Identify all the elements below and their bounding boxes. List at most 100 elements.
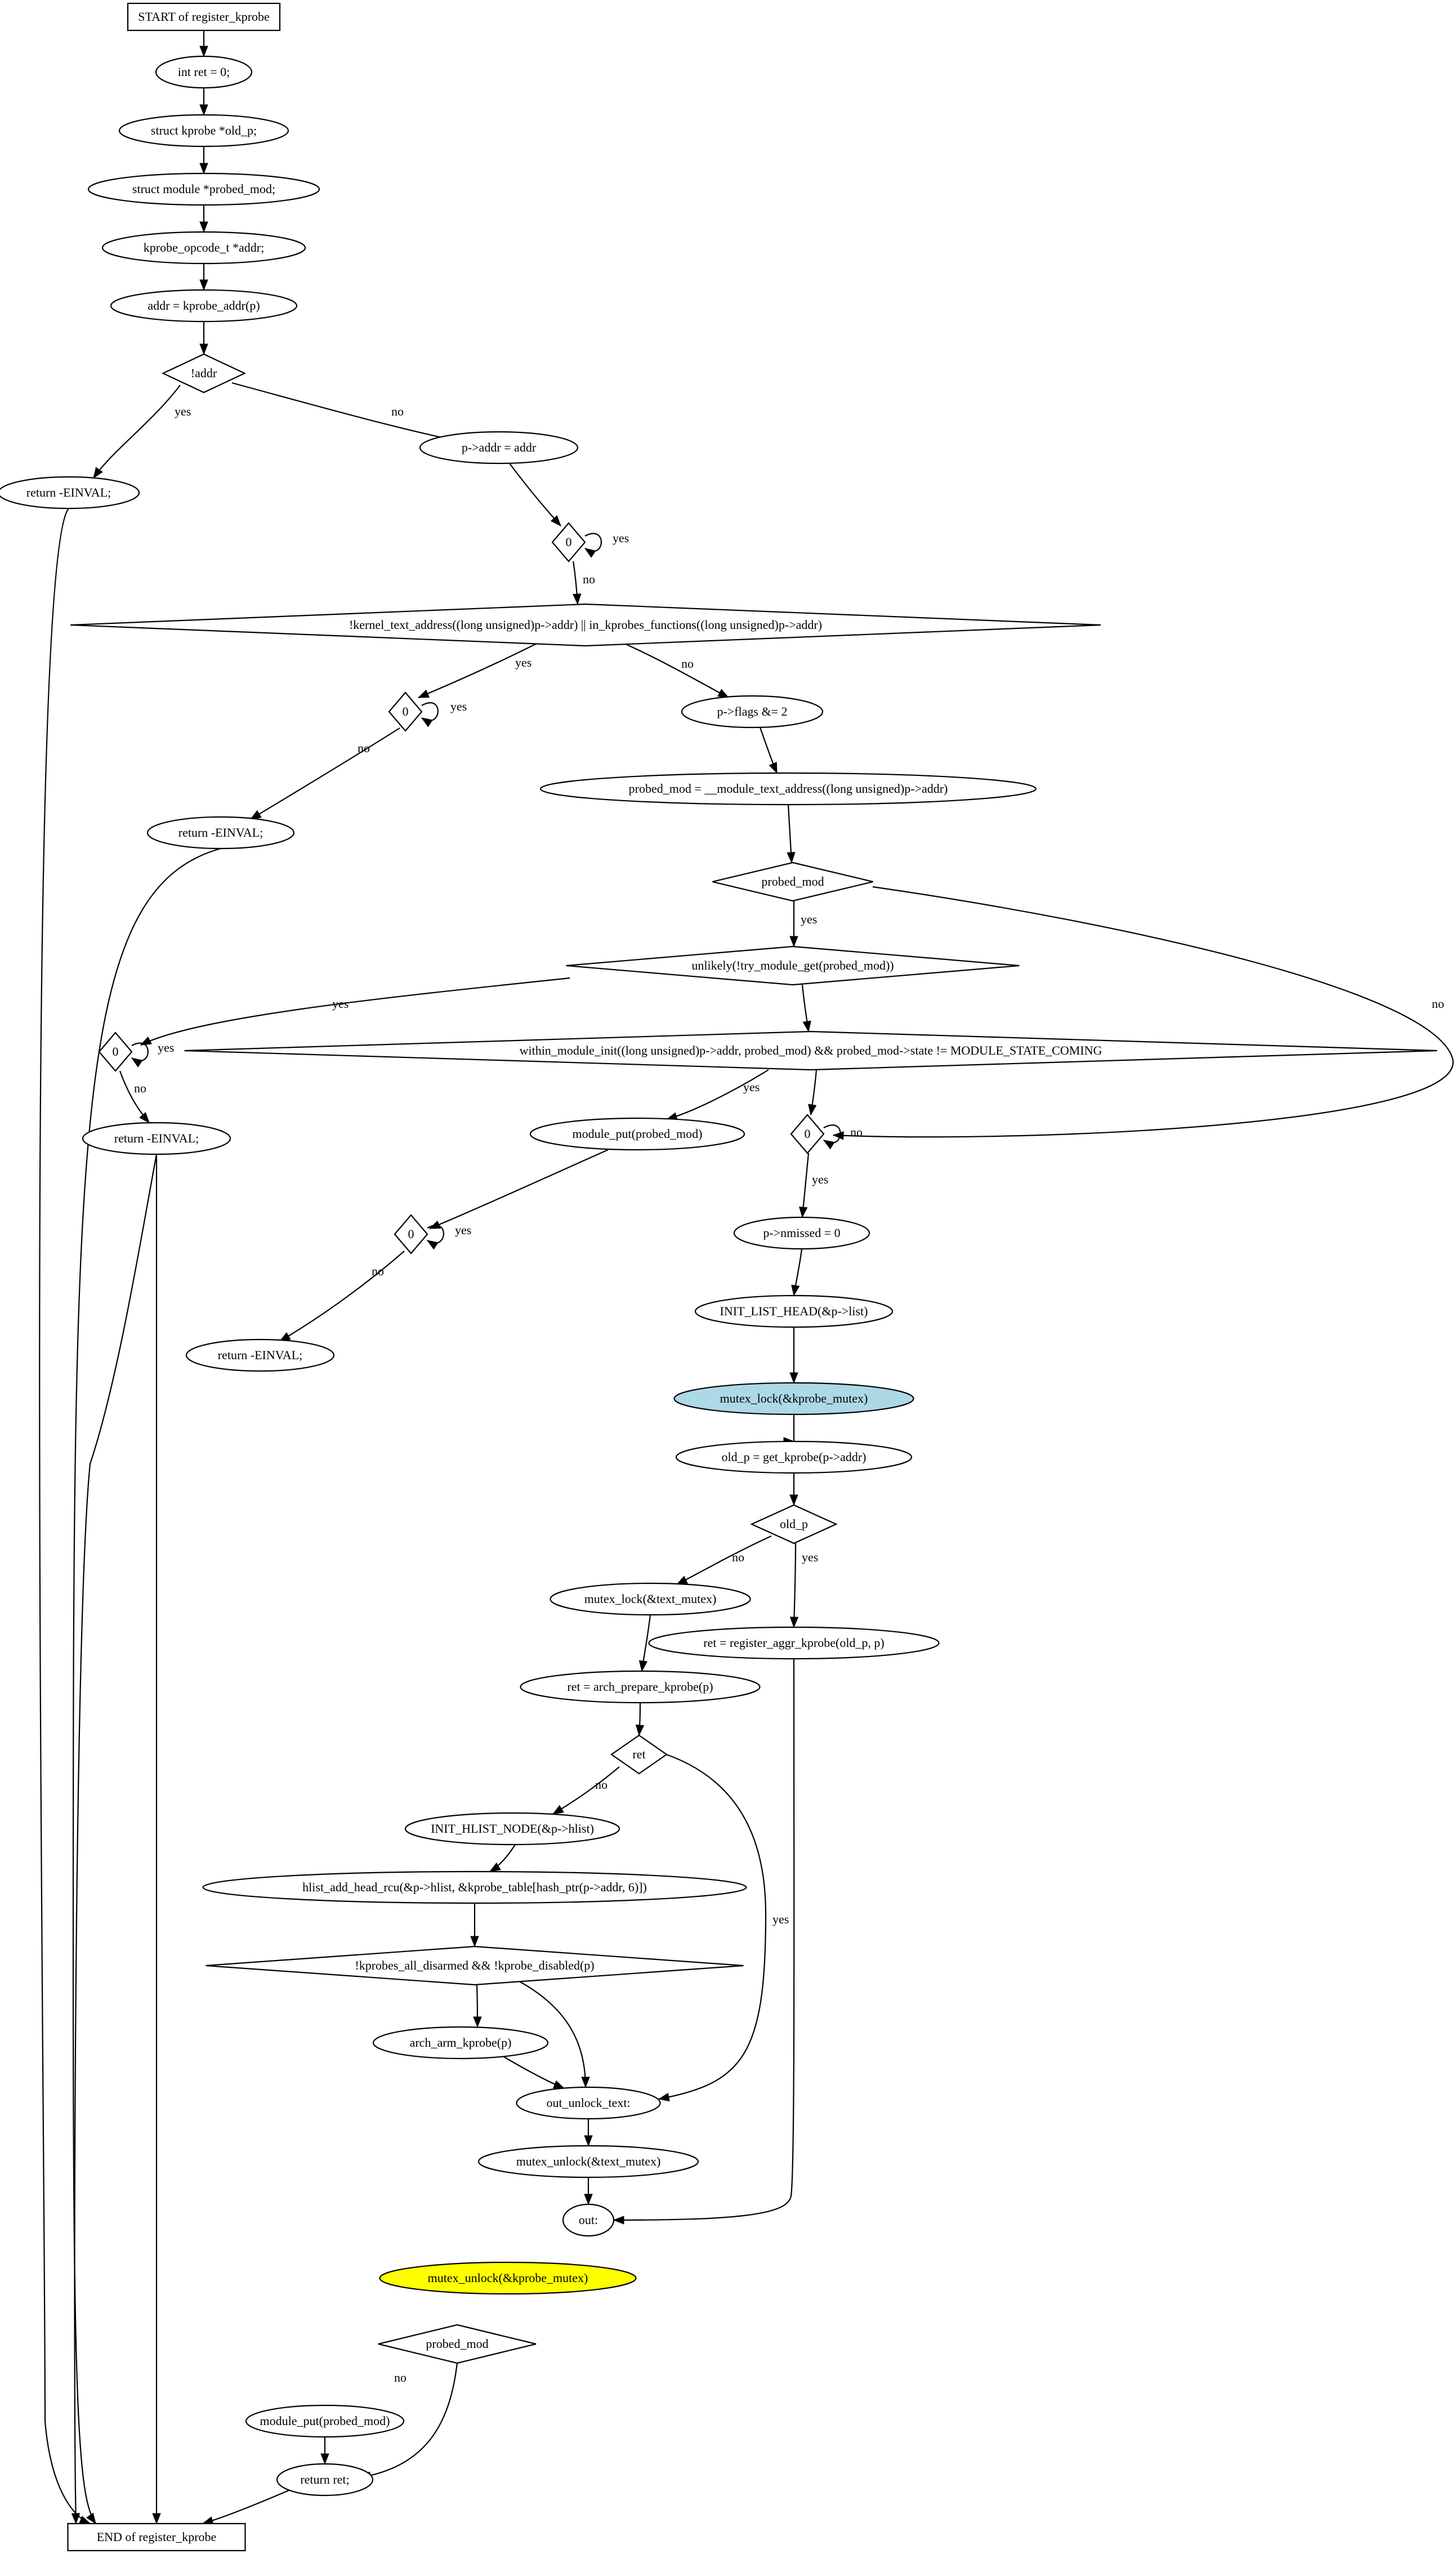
node-n17: INIT_HLIST_NODE(&p->hlist) xyxy=(404,1812,620,1846)
node-n14: mutex_lock(&text_mutex) xyxy=(550,1582,751,1616)
arrowhead xyxy=(823,1140,835,1150)
arrowhead xyxy=(199,104,208,116)
edge-line xyxy=(613,1658,795,2221)
arrowhead xyxy=(199,46,208,57)
edge xyxy=(759,727,778,774)
node-label: out: xyxy=(579,2213,598,2227)
node-label: probed_mod xyxy=(426,2337,488,2351)
edge xyxy=(515,1979,590,2088)
edge xyxy=(676,1535,772,1585)
edge-line xyxy=(833,886,1454,1138)
edge xyxy=(789,1473,798,1506)
node-d-wmi: within_module_init((long unsigned)p->add… xyxy=(184,1030,1437,1071)
node-label: module_put(probed_mod) xyxy=(573,1127,703,1141)
edge xyxy=(584,533,602,558)
edge-line xyxy=(666,1069,769,1120)
edge-label: yes xyxy=(613,531,629,545)
arrowhead xyxy=(769,761,778,774)
edge-line xyxy=(72,847,221,2524)
decision-diamond-shape xyxy=(790,1114,825,1154)
arrowhead xyxy=(199,163,208,175)
ellipse-node-shape xyxy=(539,772,1037,806)
ellipse-node-shape xyxy=(419,431,579,465)
node-label: kprobe_opcode_t *addr; xyxy=(144,240,264,254)
node-n19: arch_arm_kprobe(p) xyxy=(372,2026,549,2060)
edge-line xyxy=(418,640,543,699)
edge-line xyxy=(676,1535,772,1585)
arrowhead xyxy=(789,936,798,948)
decision-diamond-shape xyxy=(388,691,423,732)
edge xyxy=(509,463,561,527)
edge xyxy=(470,1903,479,1948)
edge xyxy=(72,847,221,2525)
node-label: return ret; xyxy=(300,2472,349,2486)
edge-line xyxy=(623,642,729,698)
node-d-oldp: old_p xyxy=(750,1504,838,1544)
edge-line xyxy=(515,1979,587,2088)
edge xyxy=(787,804,796,864)
arrowhead xyxy=(789,1617,799,1628)
edge xyxy=(789,1327,798,1384)
arrowhead xyxy=(421,717,433,727)
edge xyxy=(152,1154,161,2525)
ellipse-node-shape xyxy=(372,2026,549,2060)
node-label: probed_mod xyxy=(761,874,824,888)
node-n23: mutex_unlock(&kprobe_mutex) xyxy=(379,2261,637,2295)
edge xyxy=(199,264,208,291)
node-label: hlist_add_head_rcu(&p->hlist, &kprobe_ta… xyxy=(302,1880,647,1894)
ellipse-node-shape xyxy=(529,1117,745,1151)
arrowhead xyxy=(426,1240,439,1250)
node-n15: ret = register_aggr_kprobe(old_p, p) xyxy=(648,1626,940,1660)
arrowhead xyxy=(199,343,208,355)
edge xyxy=(320,2437,329,2465)
edge-label: no xyxy=(394,2370,407,2385)
arrowhead xyxy=(93,467,103,479)
edge-line xyxy=(250,727,400,820)
decision-diamond-shape xyxy=(551,522,586,562)
node-label: INIT_LIST_HEAD(&p->list) xyxy=(720,1304,868,1318)
node-n3: struct module *probed_mod; xyxy=(87,172,320,206)
edge-label: yes xyxy=(743,1080,760,1094)
edge-line xyxy=(39,508,91,2525)
node-n18: hlist_add_head_rcu(&p->hlist, &kprobe_ta… xyxy=(202,1870,747,1904)
arrowhead xyxy=(139,1111,150,1124)
node-label: mutex_lock(&text_mutex) xyxy=(584,1592,717,1606)
edge xyxy=(789,901,798,948)
edge xyxy=(799,1153,810,1218)
node-label: struct module *probed_mod; xyxy=(132,182,275,196)
edge xyxy=(783,1414,795,1446)
node-n4: kprobe_opcode_t *addr; xyxy=(101,231,306,265)
node-label: mutex_lock(&kprobe_mutex) xyxy=(720,1391,868,1405)
edge-line xyxy=(140,977,570,1046)
edge xyxy=(623,642,730,698)
node-n2: struct kprobe *old_p; xyxy=(118,114,289,148)
decision-diamond-shape xyxy=(712,861,873,902)
arrowhead xyxy=(789,1372,798,1384)
node-n25: return ret; xyxy=(276,2463,374,2497)
node-label: mutex_unlock(&kprobe_mutex) xyxy=(428,2271,588,2285)
decision-diamond-shape xyxy=(750,1504,838,1544)
ellipse-node-shape xyxy=(477,2145,699,2178)
node-d-dis: !kprobes_all_disarmed && !kprobe_disable… xyxy=(206,1945,744,1986)
arrowhead xyxy=(473,2016,482,2028)
arrowhead xyxy=(417,689,430,698)
node-label: int ret = 0; xyxy=(178,65,230,79)
node-d0b: 0 xyxy=(388,691,423,732)
edge xyxy=(279,1251,405,1342)
arrowhead xyxy=(320,2453,329,2465)
ellipse-node-shape xyxy=(155,55,253,89)
edge-label: yes xyxy=(802,1550,818,1564)
edge-label: yes xyxy=(450,699,467,713)
node-n7: p->flags &= 2 xyxy=(681,695,824,729)
node-n13: old_p = get_kprobe(p->addr) xyxy=(675,1440,913,1474)
edge-label: yes xyxy=(158,1041,174,1055)
edge-label: yes xyxy=(175,404,191,418)
node-d0d: 0 xyxy=(790,1114,825,1154)
ellipse-node-shape xyxy=(675,1440,913,1474)
edge xyxy=(93,385,181,479)
decision-diamond-shape xyxy=(378,2324,537,2364)
edge-line xyxy=(231,382,461,443)
node-label: mutex_unlock(&text_mutex) xyxy=(516,2154,661,2168)
arrowhead xyxy=(552,1805,564,1815)
